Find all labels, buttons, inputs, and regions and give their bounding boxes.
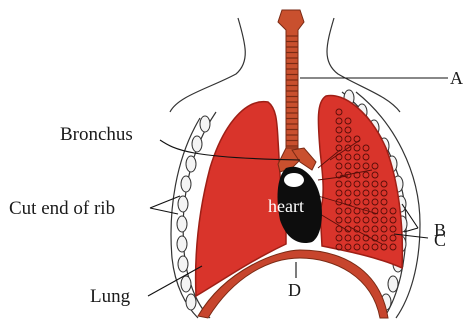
- body-outline: [170, 18, 400, 112]
- rib-end: [178, 256, 188, 272]
- label-c: C: [434, 230, 446, 250]
- rib-end: [186, 156, 196, 172]
- heart-highlight: [284, 173, 304, 187]
- label-d: D: [288, 280, 301, 300]
- trachea: [278, 10, 304, 150]
- rib-end: [186, 294, 196, 310]
- rib-end: [388, 276, 398, 292]
- label-bronchus: Bronchus: [60, 124, 133, 145]
- rib-end: [181, 276, 191, 292]
- rib-end: [200, 116, 210, 132]
- rib-end: [181, 176, 191, 192]
- label-a: A: [450, 68, 463, 88]
- rib-end: [192, 136, 202, 152]
- rib-end: [177, 236, 187, 252]
- rib-end: [177, 216, 187, 232]
- right-lung: [318, 95, 402, 268]
- label-lung: Lung: [90, 286, 131, 307]
- label-cut-end-of-rib: Cut end of rib: [9, 198, 115, 219]
- label-heart: heart: [268, 196, 304, 216]
- rib-end: [178, 196, 188, 212]
